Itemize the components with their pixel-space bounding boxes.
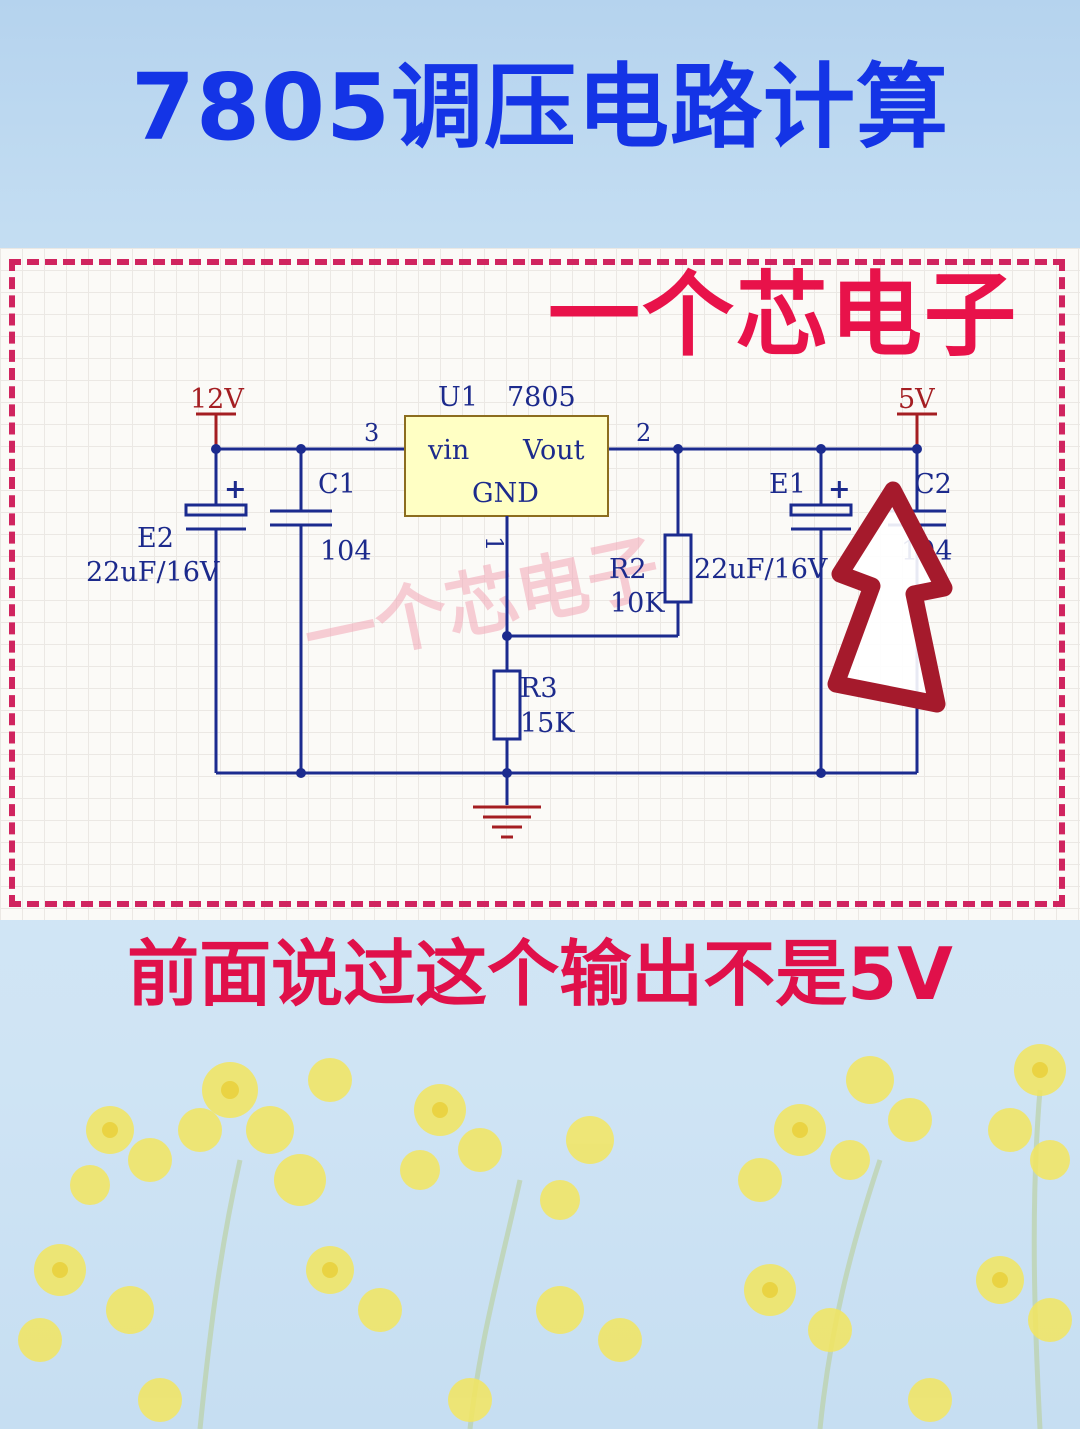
c2-designator: C2 bbox=[914, 469, 952, 500]
r2-value: 10K bbox=[610, 588, 665, 619]
u1-designator: U1 bbox=[438, 382, 478, 413]
u1-pin-gnd-label: GND bbox=[472, 478, 539, 509]
power-5v-symbol: 5V bbox=[897, 384, 937, 449]
resistor-r2: R2 10K bbox=[609, 449, 693, 636]
capacitor-c1: C1 104 bbox=[270, 449, 372, 773]
background-flowers-illustration bbox=[18, 1044, 1072, 1429]
resistor-r3: R3 15K bbox=[492, 669, 575, 805]
power-5v-label: 5V bbox=[898, 384, 935, 415]
u1-pin-1-number: 1 bbox=[480, 536, 508, 551]
e2-value: 22uF/16V bbox=[86, 557, 220, 588]
power-12v-label: 12V bbox=[190, 384, 244, 415]
u1-pin-2-number: 2 bbox=[636, 419, 651, 447]
r2-designator: R2 bbox=[609, 554, 647, 585]
u1-pin-3-number: 3 bbox=[364, 419, 379, 447]
e2-polarity-mark: + bbox=[224, 474, 247, 505]
page-title: 7805调压电路计算 bbox=[130, 54, 950, 161]
dashed-frame bbox=[9, 259, 1065, 907]
capacitor-e2: + E2 22uF/16V bbox=[86, 449, 248, 773]
e2-designator: E2 bbox=[137, 523, 174, 554]
u1-pin-vout-label: Vout bbox=[522, 435, 585, 466]
power-12v-symbol: 12V bbox=[190, 384, 244, 449]
r3-designator: R3 bbox=[520, 673, 558, 704]
caption-text: 前面说过这个输出不是5V bbox=[127, 932, 953, 1016]
c1-designator: C1 bbox=[318, 469, 356, 500]
r3-value: 15K bbox=[520, 708, 575, 739]
u1-part: 7805 bbox=[507, 382, 576, 413]
capacitor-e1: + E1 22uF/16V bbox=[694, 449, 853, 773]
e1-value: 22uF/16V bbox=[694, 554, 828, 585]
regulator-u1: U1 7805 vin Vout GND 3 2 1 bbox=[364, 382, 651, 551]
e1-polarity-mark: + bbox=[828, 474, 851, 505]
annotation-arrow-icon bbox=[827, 481, 953, 713]
e1-designator: E1 bbox=[769, 469, 806, 500]
ground-symbol bbox=[473, 805, 541, 839]
u1-pin-vin-label: vin bbox=[427, 435, 469, 466]
brand-text: 一个芯电子 bbox=[547, 262, 1018, 369]
junction-dots bbox=[211, 444, 922, 778]
c1-value: 104 bbox=[320, 536, 372, 567]
